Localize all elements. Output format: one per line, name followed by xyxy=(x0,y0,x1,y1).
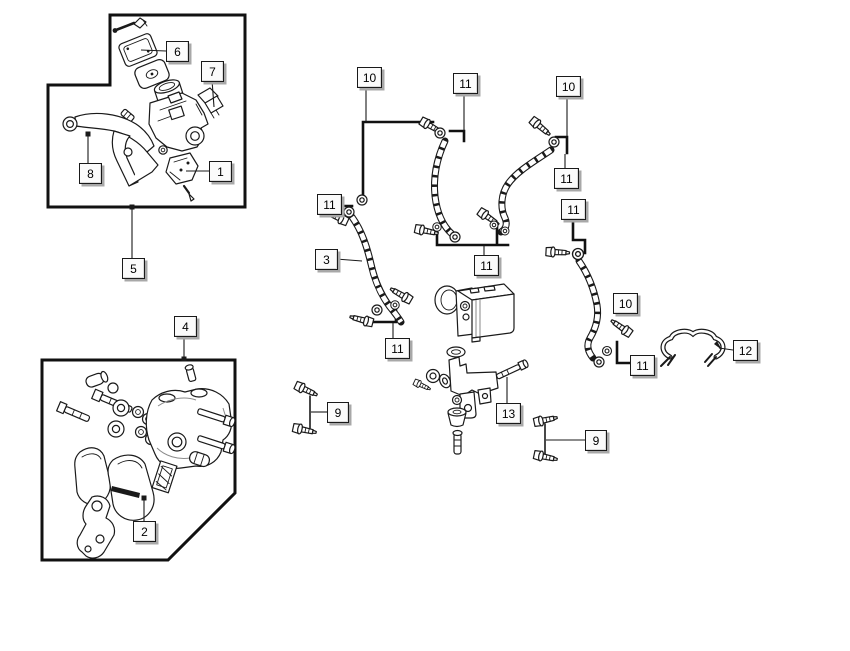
callout-3-12[interactable]: 3 xyxy=(315,249,338,270)
retainer-clip-part12 xyxy=(660,328,726,367)
callout-4-5[interactable]: 4 xyxy=(174,316,197,337)
abs-mount-bracket-part13 xyxy=(412,346,529,455)
callout-1-3[interactable]: 1 xyxy=(209,161,232,182)
callout-10-7[interactable]: 10 xyxy=(357,67,382,88)
brake-pads-part2 xyxy=(74,447,155,521)
joint-bolts-part9-left xyxy=(291,379,320,438)
callout-2-6[interactable]: 2 xyxy=(133,521,156,542)
callout-brackets xyxy=(309,120,632,457)
callout-11-10[interactable]: 11 xyxy=(554,168,579,189)
master-cylinder-box xyxy=(46,13,247,209)
spacer-bushings xyxy=(107,399,130,438)
center-brake-hose xyxy=(413,115,461,243)
pad-pin-2 xyxy=(56,401,91,422)
callout-11-15[interactable]: 11 xyxy=(561,199,586,220)
callout-7-1[interactable]: 7 xyxy=(201,61,224,82)
master-cylinder-frame xyxy=(46,13,247,209)
reservoir-cap-part6 xyxy=(118,33,158,67)
diaphragm-plate xyxy=(134,59,170,89)
front-brake-hose-part3 xyxy=(323,194,415,329)
callout-5-4[interactable]: 5 xyxy=(122,258,145,279)
master-cylinder-body xyxy=(148,91,209,152)
caliper-body xyxy=(145,364,233,469)
clamp-holder-part1 xyxy=(165,152,199,202)
mount-bolt-vertical xyxy=(452,429,463,455)
brake-caliper-box xyxy=(40,358,237,562)
callout-9-21[interactable]: 9 xyxy=(585,430,607,451)
callout-9-20[interactable]: 9 xyxy=(327,402,349,423)
mount-bolt-1 xyxy=(197,408,236,428)
slide-bushing xyxy=(188,451,211,468)
callout-13-19[interactable]: 13 xyxy=(496,403,521,424)
callout-11-8[interactable]: 11 xyxy=(453,73,478,94)
callout-10-9[interactable]: 10 xyxy=(556,76,581,97)
caliper-frame xyxy=(40,358,237,562)
pivot-screw xyxy=(112,17,148,33)
callout-8-2[interactable]: 8 xyxy=(79,163,102,184)
upper-right-hose xyxy=(475,115,560,236)
callout-11-14[interactable]: 11 xyxy=(474,255,499,276)
mount-bolt-2 xyxy=(197,435,236,455)
torque-plate xyxy=(76,495,116,559)
callout-12-18[interactable]: 12 xyxy=(733,340,758,361)
brake-lever-part8 xyxy=(62,112,159,187)
bracket-pin xyxy=(496,359,529,380)
damper-mount xyxy=(447,407,467,428)
bleeder-nut xyxy=(107,382,119,394)
pad-spring-clip xyxy=(151,460,178,494)
callout-6-0[interactable]: 6 xyxy=(166,41,189,62)
bleeder-cap xyxy=(85,370,109,388)
pivot-nut xyxy=(158,145,168,155)
callout-11-11[interactable]: 11 xyxy=(317,194,342,215)
abs-module-part11 xyxy=(434,283,515,343)
callout-11-17[interactable]: 11 xyxy=(630,355,655,376)
rear-brake-hose-part10 xyxy=(545,246,635,368)
callout-10-16[interactable]: 10 xyxy=(613,293,638,314)
callout-11-13[interactable]: 11 xyxy=(385,338,410,359)
